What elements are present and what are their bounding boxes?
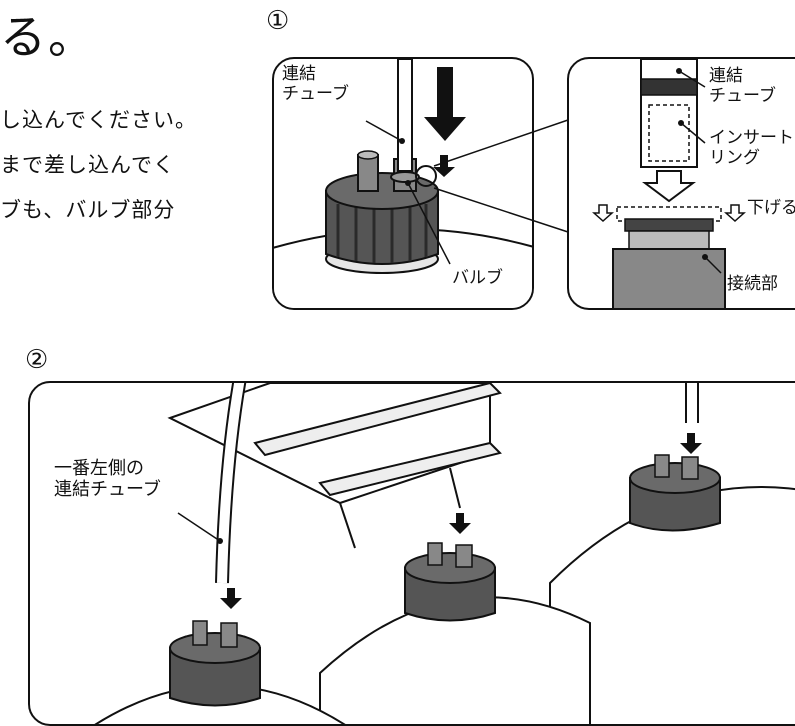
instruction-line-2: まで差し込んでく bbox=[0, 153, 175, 177]
step-2-panel: 一番左側の 連結チューブ bbox=[28, 381, 795, 726]
step-2-number: ② bbox=[25, 345, 49, 375]
tube-label-1: 連結 チューブ bbox=[282, 64, 349, 104]
leftmost-tube-label-line-2: 連結チューブ bbox=[54, 478, 161, 500]
leftmost-tube-label-line-1: 一番左側の bbox=[54, 458, 144, 479]
detail-tube-label: 連結 チューブ bbox=[709, 66, 776, 106]
leftmost-tube-label: 一番左側の 連結チューブ bbox=[54, 458, 161, 500]
detail-tube-label-line-2: チューブ bbox=[709, 85, 776, 106]
step-1-number: ① bbox=[266, 6, 290, 36]
step-1-illustration bbox=[274, 59, 532, 308]
cap-right bbox=[629, 454, 721, 532]
insert-ring-label-line-1: インサート bbox=[709, 128, 794, 148]
valve-label: バルブ bbox=[452, 268, 503, 288]
step-1-detail-panel: 連結 チューブ インサート リング 下げる 接続部 bbox=[567, 57, 795, 310]
tube-label-1-line-2: チューブ bbox=[282, 83, 349, 104]
instruction-line-1: し込んでください。 bbox=[0, 108, 197, 132]
detail-tube-label-line-1: 連結 bbox=[709, 66, 743, 86]
instruction-line-3: ブも、バルブ部分 bbox=[0, 198, 176, 222]
connector-label: 接続部 bbox=[727, 274, 778, 294]
heading-fragment: る。 bbox=[0, 10, 96, 64]
lower-label: 下げる bbox=[747, 198, 795, 218]
insert-ring-label: インサート リング bbox=[709, 128, 794, 168]
cap-left bbox=[169, 620, 261, 707]
insert-ring-label-line-2: リング bbox=[709, 147, 760, 168]
cap-middle bbox=[404, 542, 496, 622]
step-1-panel: 連結 チューブ バルブ bbox=[272, 57, 534, 310]
step-2-illustration bbox=[94, 383, 795, 724]
detail-illustration bbox=[592, 59, 746, 308]
tube-label-1-line-1: 連結 bbox=[282, 64, 316, 84]
